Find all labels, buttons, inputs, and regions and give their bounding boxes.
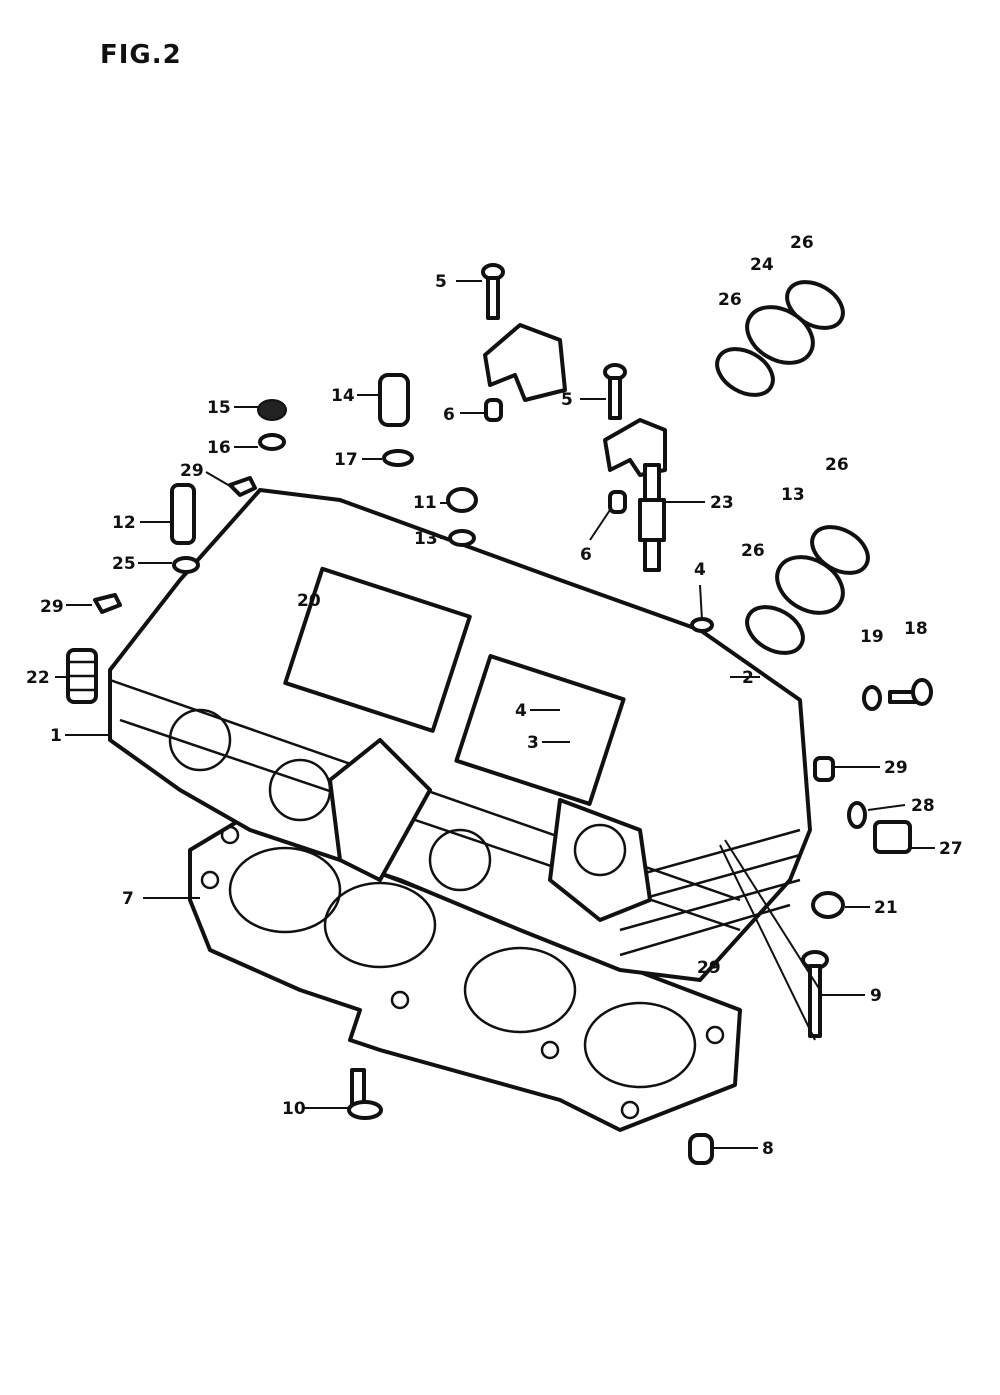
intake-pipe-24 bbox=[715, 280, 845, 397]
callout-21: 21 bbox=[874, 898, 898, 918]
callout-27: 27 bbox=[939, 839, 963, 859]
callout-12: 12 bbox=[112, 513, 136, 533]
callout-29: 29 bbox=[884, 758, 908, 778]
callout-10: 10 bbox=[282, 1099, 306, 1119]
spark-plug-23 bbox=[638, 463, 666, 572]
cap-21 bbox=[811, 891, 845, 919]
plug-29b bbox=[93, 593, 122, 614]
grommet-4 bbox=[690, 617, 714, 633]
plug-29c bbox=[813, 756, 835, 782]
callout-5: 5 bbox=[561, 390, 573, 410]
callout-26: 26 bbox=[741, 541, 765, 561]
bolt-5-top bbox=[481, 263, 505, 320]
camshaft-holder bbox=[483, 323, 567, 402]
callout-8: 8 bbox=[762, 1139, 774, 1159]
figure-title: FIG.2 bbox=[100, 40, 182, 70]
callout-29: 29 bbox=[697, 958, 721, 978]
bolt-10 bbox=[347, 1068, 383, 1120]
intake-pipe-25 bbox=[745, 525, 870, 655]
leader-lines bbox=[55, 280, 935, 1149]
callout-9: 9 bbox=[870, 986, 882, 1006]
head-gasket bbox=[188, 818, 742, 1132]
callout-26: 26 bbox=[825, 455, 849, 475]
cylinder-head bbox=[108, 488, 812, 982]
screw-18 bbox=[888, 678, 933, 706]
callout-1: 1 bbox=[50, 726, 62, 746]
callout-7: 7 bbox=[122, 889, 134, 909]
o-ring-17 bbox=[382, 449, 414, 467]
callout-3: 3 bbox=[527, 733, 539, 753]
callout-6: 6 bbox=[443, 405, 455, 425]
plug-bolt-27 bbox=[873, 820, 912, 854]
callout-4: 4 bbox=[694, 560, 706, 580]
callout-6: 6 bbox=[580, 545, 592, 565]
callout-29: 29 bbox=[180, 461, 204, 481]
callout-5-top: 5 bbox=[435, 272, 447, 292]
bolt-9 bbox=[801, 950, 829, 1038]
callout-11: 11 bbox=[413, 493, 437, 513]
washer-28 bbox=[847, 801, 867, 829]
callout-4: 4 bbox=[515, 701, 527, 721]
dowel-8 bbox=[688, 1133, 714, 1165]
plug-29a bbox=[228, 476, 257, 497]
washer-13b bbox=[448, 529, 476, 547]
callout-19: 19 bbox=[860, 627, 884, 647]
callout-18: 18 bbox=[904, 619, 928, 639]
sleeve-12 bbox=[170, 483, 196, 545]
washer-13a bbox=[172, 556, 200, 574]
callout-23: 23 bbox=[710, 493, 734, 513]
washer-16 bbox=[258, 433, 286, 451]
callout-13: 13 bbox=[414, 529, 438, 549]
callout-16: 16 bbox=[207, 438, 231, 458]
callout-29: 29 bbox=[40, 597, 64, 617]
callout-17: 17 bbox=[334, 450, 358, 470]
spring-22 bbox=[66, 648, 98, 704]
callout-22: 22 bbox=[26, 668, 50, 688]
callout-13: 25 bbox=[112, 554, 136, 574]
bolt-5-mid bbox=[603, 363, 627, 420]
tensioner-14 bbox=[378, 373, 410, 427]
callout-14: 14 bbox=[331, 386, 355, 406]
callout-26: 26 bbox=[790, 233, 814, 253]
callout-2: 2 bbox=[742, 668, 754, 688]
callout-24: 24 bbox=[750, 255, 774, 275]
washer-19 bbox=[862, 685, 882, 711]
callout-28: 28 bbox=[911, 796, 935, 816]
callout-labels: 5 26 24 26 15 14 6 5 16 17 29 11 23 26 1… bbox=[26, 233, 963, 1159]
nut-15 bbox=[257, 399, 287, 421]
dowel-6-mid bbox=[608, 490, 627, 514]
callout-25: 13 bbox=[781, 485, 805, 505]
callout-20: 20 bbox=[297, 591, 321, 611]
callout-15: 15 bbox=[207, 398, 231, 418]
cap-nut-11 bbox=[446, 487, 478, 513]
callout-26: 26 bbox=[718, 290, 742, 310]
dowel-6-top bbox=[484, 398, 503, 422]
